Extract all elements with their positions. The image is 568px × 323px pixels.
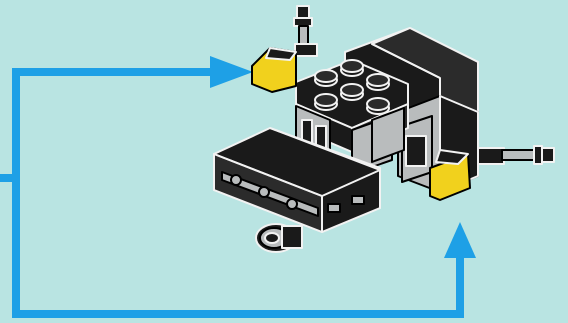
bottom-peg (256, 224, 302, 252)
